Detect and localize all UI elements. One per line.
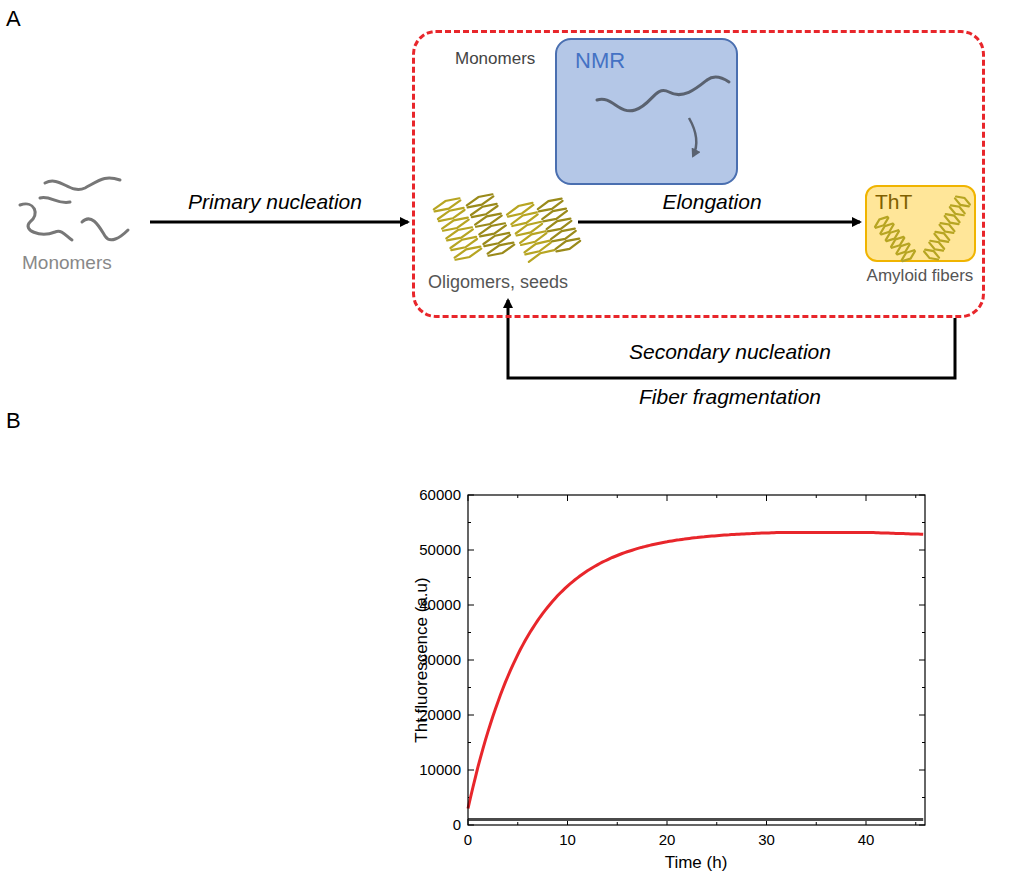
process-label: Secondary nucleation [629,340,831,364]
node-label: ThT [875,190,912,214]
axis-tick-label: 40 [858,831,875,848]
process-label: Fiber fragmentation [639,385,821,409]
process-label: Elongation [662,190,761,214]
axis-tick-label: 0 [453,816,461,833]
fibers-label: Amyloid fibers [867,266,974,286]
primary-nucleation-arrow [150,221,408,224]
axis-title: Tht fluorescence (a.u) [412,577,432,742]
oligomer-seeds [434,194,580,262]
process-label: Primary nucleation [188,190,362,214]
axis-tick-label: 20 [659,831,676,848]
nmr-box: NMR [555,38,738,185]
axis-tick-label: 50000 [419,541,461,558]
oligomers-label: Oligomers, seeds [428,272,568,293]
fluorescence-curve [468,532,923,808]
chart [468,495,925,825]
monomer-squiggles [20,178,128,240]
control-curve [468,818,923,821]
axis-tick-label: 0 [464,831,472,848]
axis-tick-label: 10 [559,831,576,848]
plot-frame [468,495,925,825]
node-label: NMR [575,48,625,73]
panel-letter: B [6,408,21,433]
axis-tick-label: 10000 [419,761,461,778]
elongation-arrow [578,221,860,224]
tht-box: ThT [865,185,976,262]
axis-tick-label: 60000 [419,486,461,503]
feedback-arrow [508,300,955,378]
panel-letter: A [6,6,21,31]
node-label: Monomers [455,49,535,69]
monomers-label: Monomers [22,252,112,274]
axis-title: Time (h) [665,853,728,873]
axis-tick-label: 30 [758,831,775,848]
